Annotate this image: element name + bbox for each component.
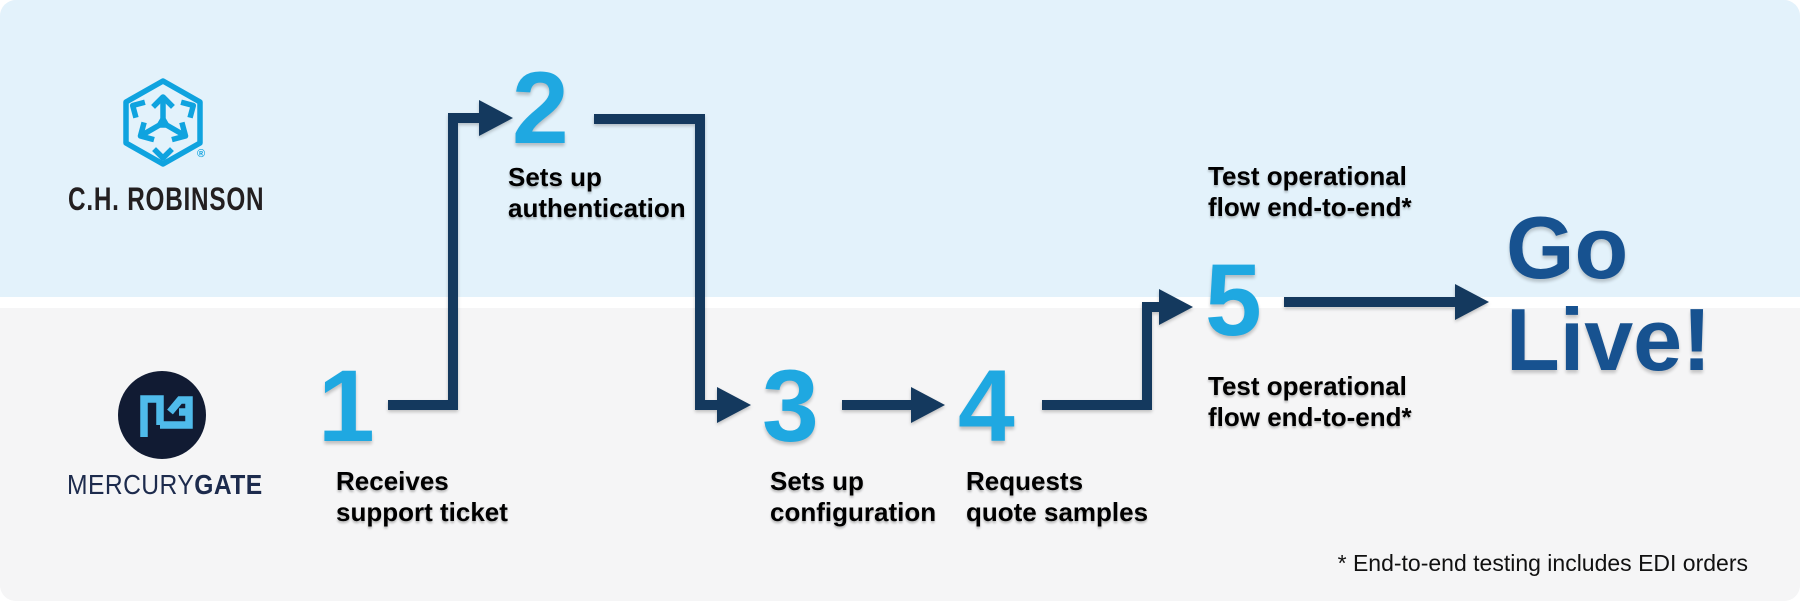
mercurygate-wordmark-gate: GATE <box>194 469 263 500</box>
registered-trademark-icon: ® <box>197 148 206 160</box>
step-4-label: Requests quote samples <box>966 466 1149 527</box>
step-5-label-bottom: Test operational flow end-to-end* <box>1208 371 1412 432</box>
chrobinson-logo-icon <box>123 78 203 167</box>
chrobinson-wordmark: C.H. ROBINSON <box>68 181 265 217</box>
mercurygate-wordmark: MERCURYGATE <box>67 469 263 501</box>
arrow-step4-to-step5 <box>1042 289 1193 410</box>
step-2-label: Sets up authentication <box>508 162 686 223</box>
step-2-number: 2 <box>512 51 569 165</box>
lane-divider <box>0 297 1800 308</box>
step-3-number: 3 <box>762 349 819 463</box>
arrow-step1-to-step2 <box>388 100 513 410</box>
step-1-number: 1 <box>318 349 375 463</box>
chrobinson-lane-background <box>0 0 1800 297</box>
mercurygate-wordmark-mercury: MERCURY <box>67 469 195 500</box>
step-3-label: Sets up configuration <box>770 466 937 527</box>
step-4-number: 4 <box>958 349 1015 463</box>
step-1-label: Receives support ticket <box>336 466 508 527</box>
go-live-text: Go Live! <box>1506 198 1712 389</box>
footnote: * End-to-end testing includes EDI orders <box>1337 550 1748 576</box>
mercurygate-lane-background <box>0 308 1800 601</box>
step-5-label-top: Test operational flow end-to-end* <box>1208 161 1412 222</box>
step-5-number: 5 <box>1205 243 1262 357</box>
arrow-step2-to-step3 <box>594 114 751 424</box>
mercurygate-logo-icon <box>118 371 206 459</box>
